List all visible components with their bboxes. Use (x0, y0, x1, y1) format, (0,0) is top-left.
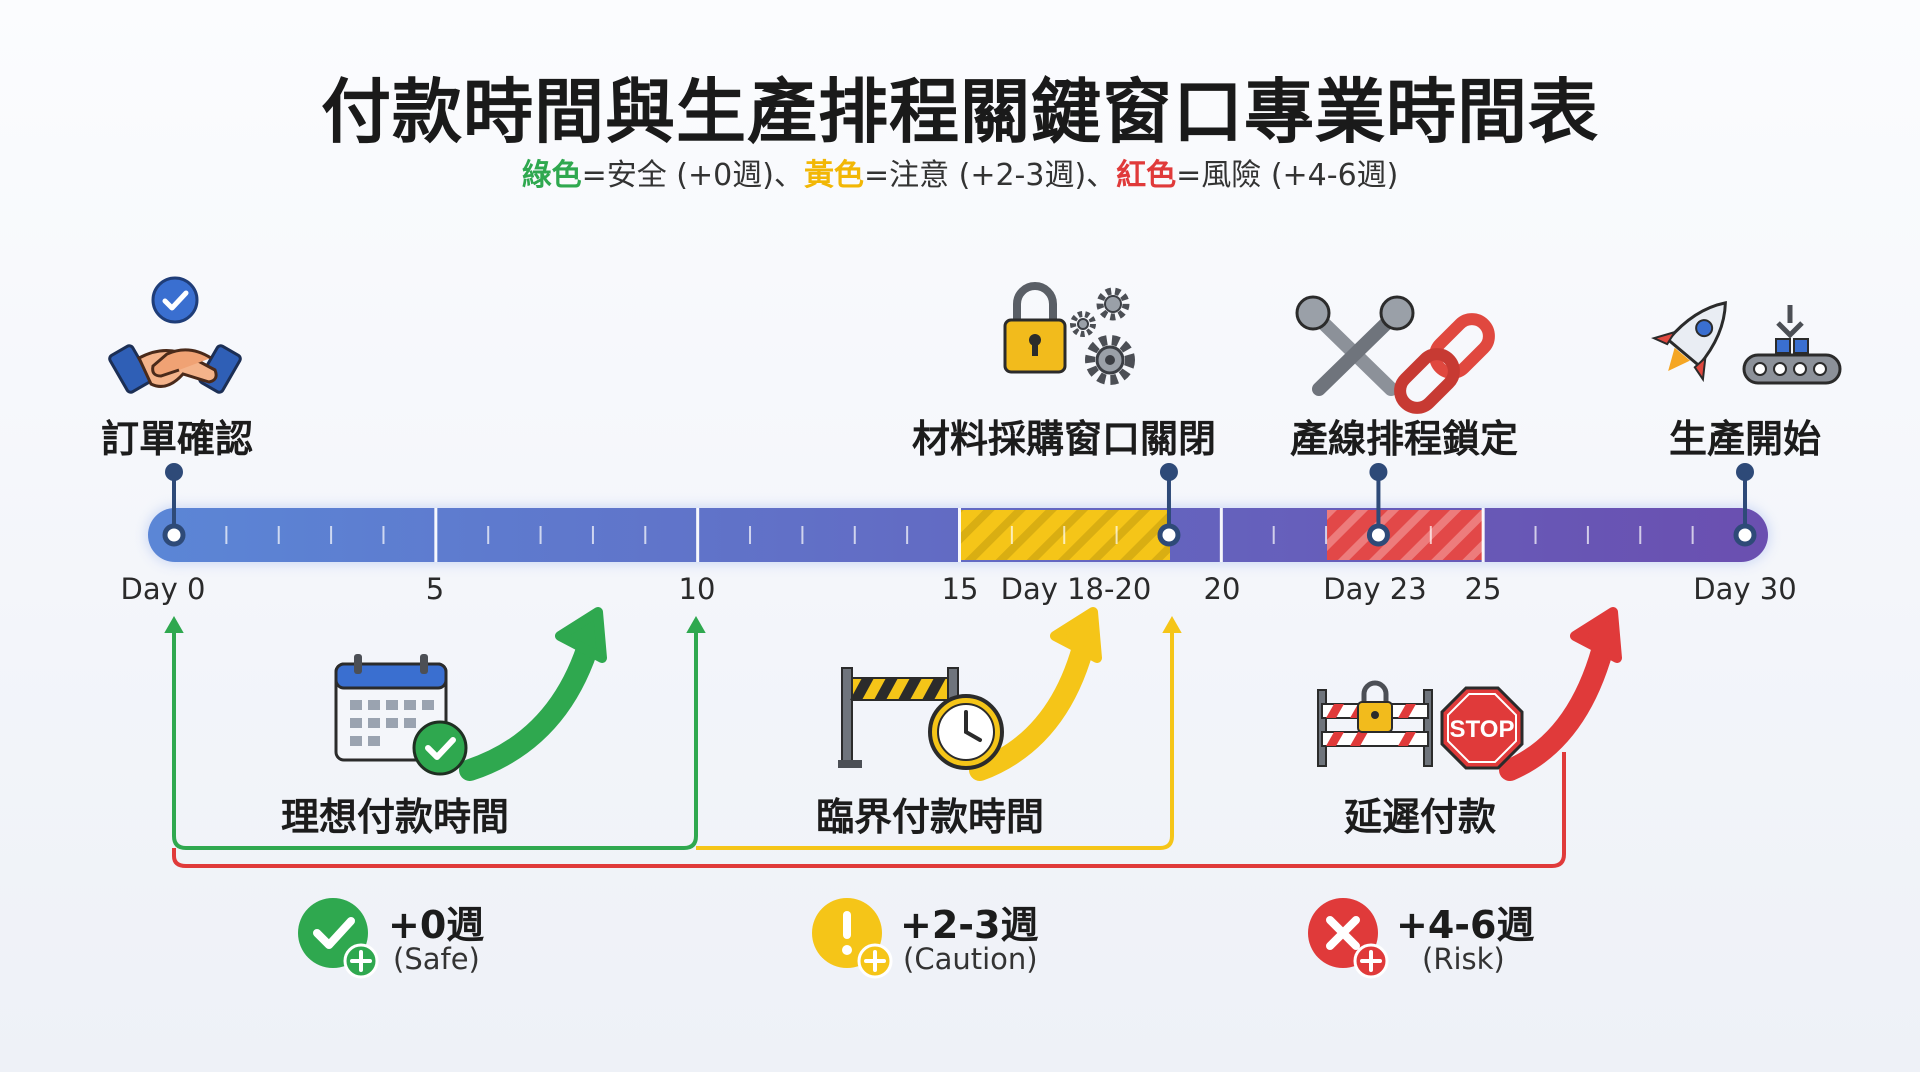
yellow-bracket (696, 622, 1174, 850)
x-circle-icon (1308, 898, 1389, 979)
milestone-label-material: 材料採購窗口關閉 (911, 417, 1217, 461)
milestone-marker (1733, 463, 1757, 547)
window-label-ideal: 理想付款時間 (280, 795, 510, 839)
legend-red-word: 紅色 (1116, 158, 1177, 193)
red-bracket (172, 752, 1566, 868)
milestone-marker (1366, 463, 1390, 547)
green-trend-arrow (459, 607, 607, 781)
tick-label-15: 15 (941, 572, 979, 606)
tick-label-20: 20 (1203, 572, 1241, 606)
stop-sign-icon: STOP (1440, 686, 1524, 770)
tick-label-10: 10 (678, 572, 716, 606)
badge-sub-risk: (Risk) (1422, 942, 1505, 976)
legend-red-text: =風險 (+4-6週) (1176, 158, 1399, 193)
exclamation-circle-icon (812, 898, 893, 979)
tick-label-day18-20: Day 18-20 (1000, 572, 1152, 606)
lock-gears-icon (1003, 282, 1135, 385)
badge-value-caution: +2-3週 (900, 903, 1039, 947)
window-label-late: 延遲付款 (1343, 795, 1497, 839)
handshake-check-icon (108, 276, 242, 394)
legend-green-text: =安全 (+0週)、 (581, 158, 804, 193)
rocket-conveyor-icon (1651, 301, 1842, 385)
badge-sub-safe: (Safe) (393, 942, 480, 976)
legend-yellow-text: =注意 (+2-3週)、 (863, 158, 1117, 193)
tick-label-5: 5 (425, 572, 445, 606)
tick-label-day23: Day 23 (1323, 572, 1427, 606)
barrier-stop-icon (1317, 680, 1433, 767)
tick-label-day30: Day 30 (1693, 572, 1797, 606)
check-circle-icon (298, 898, 379, 979)
wrench-chain-icon (1295, 295, 1495, 414)
yellow-trend-arrow (969, 607, 1102, 781)
badge-value-safe: +0週 (388, 903, 485, 947)
payment-window-brackets (164, 615, 1566, 868)
green-bracket (172, 622, 698, 850)
milestone-marker (162, 463, 186, 547)
major-ticks (434, 508, 1485, 562)
timeline-bar (146, 506, 1770, 564)
legend-yellow-word: 黃色 (803, 158, 864, 193)
milestone-label-order: 訂單確認 (100, 417, 254, 461)
barrier-clock-icon (838, 667, 1004, 770)
window-label-critical: 臨界付款時間 (815, 795, 1045, 839)
color-legend: 綠色=安全 (+0週)、黃色=注意 (+2-3週)、紅色=風險 (+4-6週) (0, 150, 1920, 194)
page-title: 付款時間與生產排程關鍵窗口專業時間表 (321, 71, 1599, 153)
milestone-label-production: 生產開始 (1668, 417, 1822, 461)
stop-sign-text: STOP (1450, 716, 1515, 743)
badge-sub-caution: (Caution) (903, 942, 1038, 976)
milestone-marker (1157, 463, 1181, 547)
red-trend-arrow (1499, 607, 1622, 781)
badge-value-risk: +4-6週 (1396, 903, 1535, 947)
minor-ticks (225, 526, 1694, 544)
calendar-check-icon (334, 654, 468, 776)
milestone-markers (162, 463, 1757, 547)
tick-label-25: 25 (1464, 572, 1502, 606)
risk-zone (1327, 510, 1483, 560)
legend-green-word: 綠色 (521, 158, 582, 193)
milestone-label-line-lock: 產線排程鎖定 (1289, 417, 1519, 461)
tick-label-day0: Day 0 (120, 572, 206, 606)
